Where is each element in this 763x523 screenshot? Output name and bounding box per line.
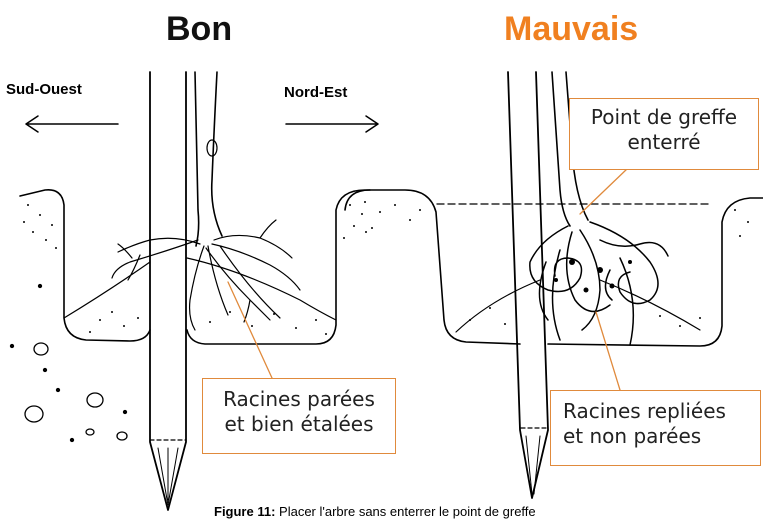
bad-graft-leader — [580, 168, 628, 214]
good-stake — [150, 72, 186, 510]
caption-text: Placer l'arbre sans enterrer le point de… — [275, 504, 535, 519]
good-stones — [11, 285, 128, 442]
direction-southwest-label: Sud-Ouest — [6, 81, 82, 98]
good-callout-leader — [228, 282, 272, 378]
good-hole-outline — [20, 190, 150, 341]
arrow-northeast — [286, 116, 378, 132]
bad-roots-callout: Racines repliées et non parées — [550, 390, 761, 466]
bad-roots-leader — [596, 312, 620, 390]
bad-hole-left-outline — [345, 190, 520, 344]
graft-callout-line2: enterré — [570, 130, 758, 155]
good-roots-callout: Racines parées et bien étalées — [202, 378, 396, 454]
bad-backfill — [456, 280, 700, 332]
good-backfill-mound — [64, 258, 336, 320]
good-roots-callout-line2: et bien étalées — [203, 412, 395, 437]
caption-label: Figure 11: — [214, 504, 275, 519]
good-soil-speckles — [23, 204, 367, 335]
bad-root-knots — [554, 259, 632, 293]
graft-point-callout: Point de greffe enterré — [569, 98, 759, 170]
good-trunk — [195, 72, 222, 246]
bad-tangled-roots — [530, 222, 668, 345]
good-roots — [112, 220, 300, 330]
arrow-southwest — [26, 116, 118, 132]
good-heading: Bon — [166, 12, 232, 46]
bad-roots-callout-line1: Racines repliées — [563, 399, 760, 424]
figure-caption: Figure 11: Placer l'arbre sans enterrer … — [214, 504, 536, 519]
graft-callout-line1: Point de greffe — [570, 105, 758, 130]
bad-roots-callout-line2: et non parées — [563, 424, 760, 449]
good-roots-callout-line1: Racines parées — [203, 387, 395, 412]
direction-northeast-label: Nord-Est — [284, 84, 347, 101]
bad-heading: Mauvais — [504, 12, 638, 46]
